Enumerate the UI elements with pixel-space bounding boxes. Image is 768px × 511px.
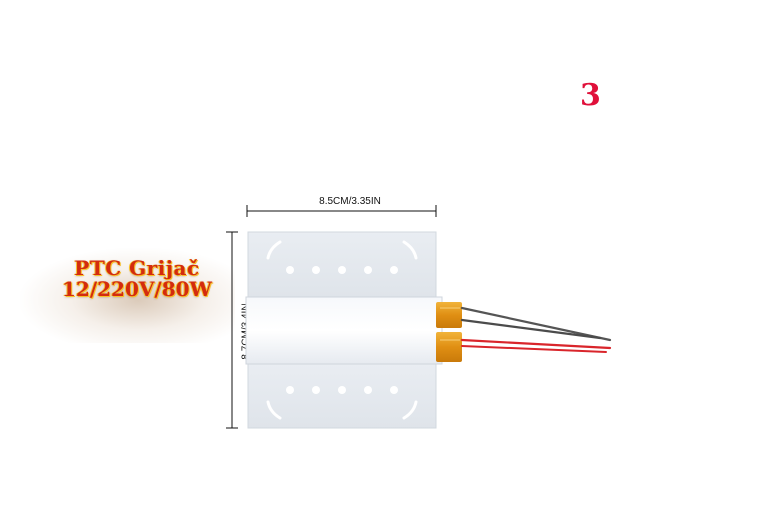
lead-wires bbox=[460, 306, 612, 353]
product-title-line-2: 12/220V/80W bbox=[62, 277, 212, 301]
heating-core bbox=[245, 296, 443, 365]
top-fin-plate bbox=[247, 231, 437, 298]
width-dimension-label: 8.5CM/3.35IN bbox=[319, 196, 381, 207]
product-title: PTC Grijač 12/220V/80W bbox=[62, 258, 212, 300]
height-dimension-line bbox=[226, 231, 238, 429]
product-title-line-1: PTC Grijač bbox=[74, 256, 200, 280]
width-dimension-line bbox=[246, 205, 437, 217]
kapton-tape-connector bbox=[436, 302, 462, 362]
bottom-fin-plate bbox=[247, 363, 437, 429]
corner-number: 3 bbox=[580, 78, 601, 113]
title-glow bbox=[20, 248, 235, 343]
